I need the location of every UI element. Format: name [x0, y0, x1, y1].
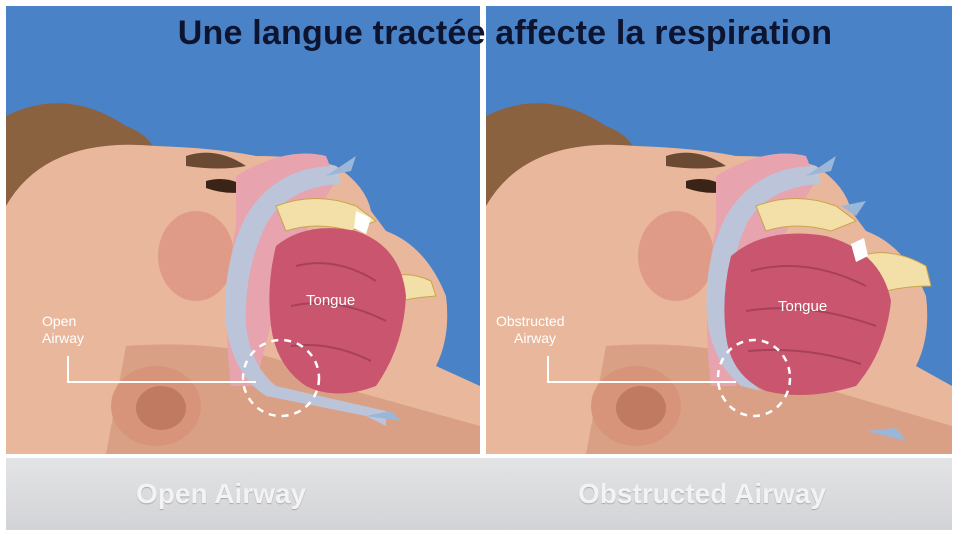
open-airway-panel — [6, 6, 480, 454]
tongue — [269, 228, 406, 393]
cheek — [158, 211, 234, 301]
obstructed-airway-panel — [486, 6, 952, 454]
obstructed-airway-callout: Obstructed Airway — [496, 313, 564, 347]
tongue-label: Tongue — [306, 292, 355, 309]
open-airway-caption: Open Airway — [136, 478, 306, 510]
obstructed-airway-illustration — [486, 6, 952, 454]
callout-line1: Open — [42, 313, 84, 330]
callout-line2: Airway — [42, 330, 84, 347]
open-airway-callout: Open Airway — [42, 313, 84, 347]
callout-line1: Obstructed — [496, 313, 564, 330]
page-title: Une langue tractée affecte la respiratio… — [0, 14, 958, 53]
open-airway-illustration — [6, 6, 480, 454]
ear-inner — [616, 386, 666, 430]
ear-inner — [136, 386, 186, 430]
tongue-label: Tongue — [778, 298, 827, 315]
callout-line2: Airway — [496, 330, 564, 347]
obstructed-airway-caption: Obstructed Airway — [578, 478, 826, 510]
cheek — [638, 211, 714, 301]
